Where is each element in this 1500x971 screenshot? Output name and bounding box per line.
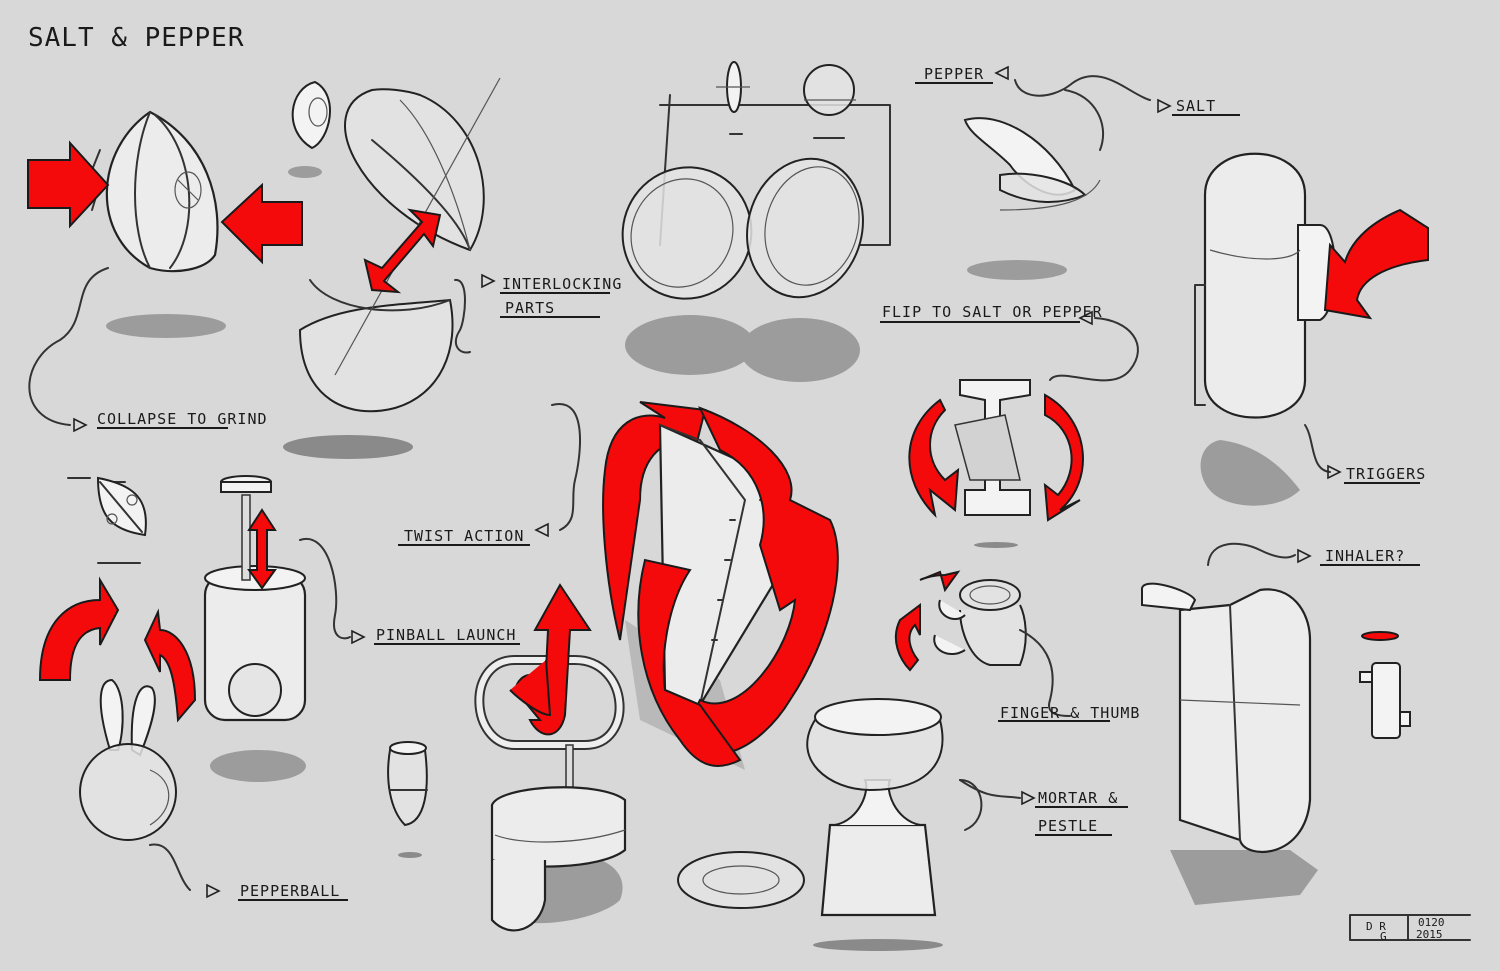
label-pepperball: PEPPERBALL (240, 882, 340, 900)
red-twist-arrow-top-icon (602, 401, 707, 641)
label-collapse-to-grind: COLLAPSE TO GRIND (97, 410, 268, 428)
pinball-launcher-sketch: PINBALL LAUNCH (67, 475, 520, 782)
signature-initials-bottom: G (1380, 930, 1387, 943)
label-pepper: PEPPER (924, 65, 984, 83)
pepperball-sketch: PEPPERBALL (38, 576, 348, 901)
signature-initials-top: D R (1366, 920, 1386, 933)
page-title: SALT & PEPPER (28, 23, 245, 53)
red-vertical-arrow-icon (247, 508, 277, 590)
label-interlocking: INTERLOCKING (502, 275, 622, 293)
label-triggers: TRIGGERS (1346, 465, 1426, 483)
trigger-shaker-sketch: TRIGGERS (1194, 152, 1429, 506)
red-small-arrow-icon (919, 570, 961, 593)
red-small-curl-arrow-icon (894, 603, 921, 672)
artist-signature: D R G 0120 2015 (1349, 914, 1471, 943)
red-arrow-right-icon (27, 140, 110, 229)
red-rotate-arrow-right-icon (1043, 393, 1084, 522)
red-cap-icon (1361, 631, 1399, 641)
red-curved-arrow-right-icon (143, 608, 197, 723)
red-rotate-arrow-left-icon (908, 398, 960, 519)
label-flip: FLIP TO SALT OR PEPPER (882, 303, 1103, 321)
label-interlocking-parts: PARTS (505, 299, 555, 317)
red-double-arrow-icon (363, 208, 442, 294)
finger-thumb-sketch: FINGER & THUMB (894, 570, 1140, 722)
label-mortar: MORTAR & (1038, 789, 1118, 807)
mortar-pestle-sketch: MORTAR & PESTLE (806, 698, 1128, 951)
label-finger-thumb: FINGER & THUMB (1000, 704, 1140, 722)
inhaler-sketch: INHALER? (1141, 542, 1420, 905)
barrel-sketch (387, 741, 428, 858)
twist-grinder-sketch: TWIST ACTION (398, 401, 839, 770)
handle-grinder-sketch (474, 583, 627, 932)
signature-year: 2015 (1416, 928, 1443, 941)
label-pestle: PESTLE (1038, 817, 1098, 835)
collapse-grinder-sketch: COLLAPSE TO GRIND (27, 80, 331, 433)
red-twist-arrow-bottom-icon (637, 558, 742, 767)
label-twist-action: TWIST ACTION (404, 527, 524, 545)
flip-shaker-sketch: FLIP TO SALT OR PEPPER (880, 303, 1139, 548)
red-curved-arrow-icon (1323, 208, 1429, 320)
red-arrow-left-icon (220, 182, 303, 265)
label-salt: SALT (1176, 97, 1216, 115)
label-inhaler: INHALER? (1325, 547, 1405, 565)
label-pinball-launch: PINBALL LAUNCH (376, 626, 516, 644)
red-curved-arrow-left-icon (38, 576, 120, 681)
donut-sketch (677, 851, 805, 909)
twin-disc-sketch (621, 61, 891, 382)
signature-code: 0120 (1418, 916, 1445, 929)
interlocking-sphere-sketch: INTERLOCKING PARTS (283, 77, 622, 459)
pepper-salt-leaf-sketch: PEPPER SALT (915, 65, 1240, 280)
